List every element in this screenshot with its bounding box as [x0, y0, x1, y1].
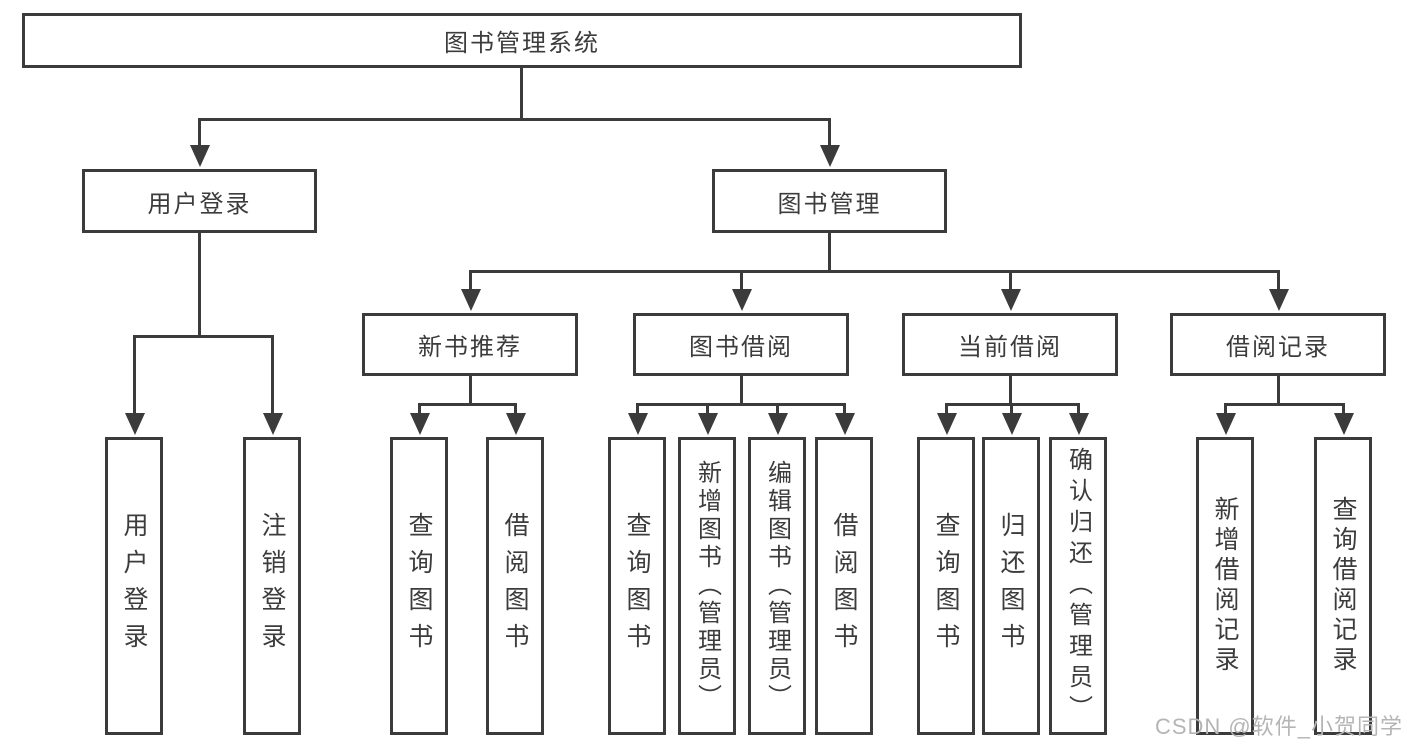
- leaf-cb-query-books: 查询图书: [917, 437, 975, 735]
- connector-arrow: [1215, 404, 1236, 435]
- node-book-management: 图书管理: [712, 169, 947, 233]
- connector-hline: [1224, 403, 1345, 406]
- leaf-nb-borrow-books: 借阅图书: [486, 437, 544, 735]
- leaf-bb-borrow-books: 借阅图书: [815, 437, 873, 735]
- node-user-login: 用户登录: [82, 169, 317, 233]
- leaf-cb-confirm-return-admin: 确认归还（管理员）: [1049, 437, 1107, 735]
- leaf-user-login: 用户登录: [105, 437, 163, 735]
- connector-arrow: [731, 271, 752, 311]
- connector-arrow: [409, 404, 430, 435]
- connector-vline: [469, 374, 472, 406]
- connector-arrow: [1333, 404, 1354, 435]
- connector-arrow: [819, 119, 840, 167]
- connector-arrow: [124, 336, 145, 435]
- connector-hline: [636, 403, 846, 406]
- leaf-nb-query-books: 查询图书: [390, 437, 448, 735]
- connector-vline: [740, 374, 743, 406]
- leaf-bb-edit-book-admin: 编辑图书（管理员）: [748, 437, 806, 735]
- connector-vline: [520, 66, 523, 120]
- connector-vline: [1277, 374, 1280, 406]
- leaf-logout: 注销登录: [243, 437, 301, 735]
- connector-hline: [469, 270, 1280, 273]
- connector-hline: [198, 118, 831, 121]
- connector-arrow: [189, 119, 210, 167]
- connector-vline: [1009, 374, 1012, 406]
- node-borrow-records: 借阅记录: [1170, 313, 1386, 376]
- connector-arrow: [262, 336, 283, 435]
- leaf-bb-query-books: 查询图书: [608, 437, 666, 735]
- leaf-bb-add-book-admin: 新增图书（管理员）: [678, 437, 736, 735]
- connector-arrow: [505, 404, 526, 435]
- csdn-watermark: CSDN @软件_小贺同学: [1154, 714, 1403, 739]
- connector-arrow: [936, 404, 957, 435]
- connector-arrow: [1068, 404, 1089, 435]
- node-root: 图书管理系统: [22, 13, 1022, 68]
- connector-arrow: [834, 404, 855, 435]
- connector-vline: [198, 231, 201, 338]
- node-current-borrow: 当前借阅: [902, 313, 1118, 376]
- connector-hline: [418, 403, 517, 406]
- leaf-br-add-borrow-record: 新增借阅记录: [1196, 437, 1254, 735]
- connector-vline: [828, 231, 831, 273]
- leaf-cb-return-books: 归还图书: [982, 437, 1040, 735]
- connector-arrow: [460, 271, 481, 311]
- node-new-book-recommend: 新书推荐: [362, 313, 578, 376]
- connector-arrow: [627, 404, 648, 435]
- leaf-br-query-borrow-record: 查询借阅记录: [1314, 437, 1372, 735]
- connector-arrow: [767, 404, 788, 435]
- connector-hline: [133, 335, 274, 338]
- connector-arrow: [1268, 271, 1289, 311]
- connector-arrow: [1001, 404, 1022, 435]
- node-book-borrow: 图书借阅: [633, 313, 849, 376]
- connector-arrow: [697, 404, 718, 435]
- connector-arrow: [1000, 271, 1021, 311]
